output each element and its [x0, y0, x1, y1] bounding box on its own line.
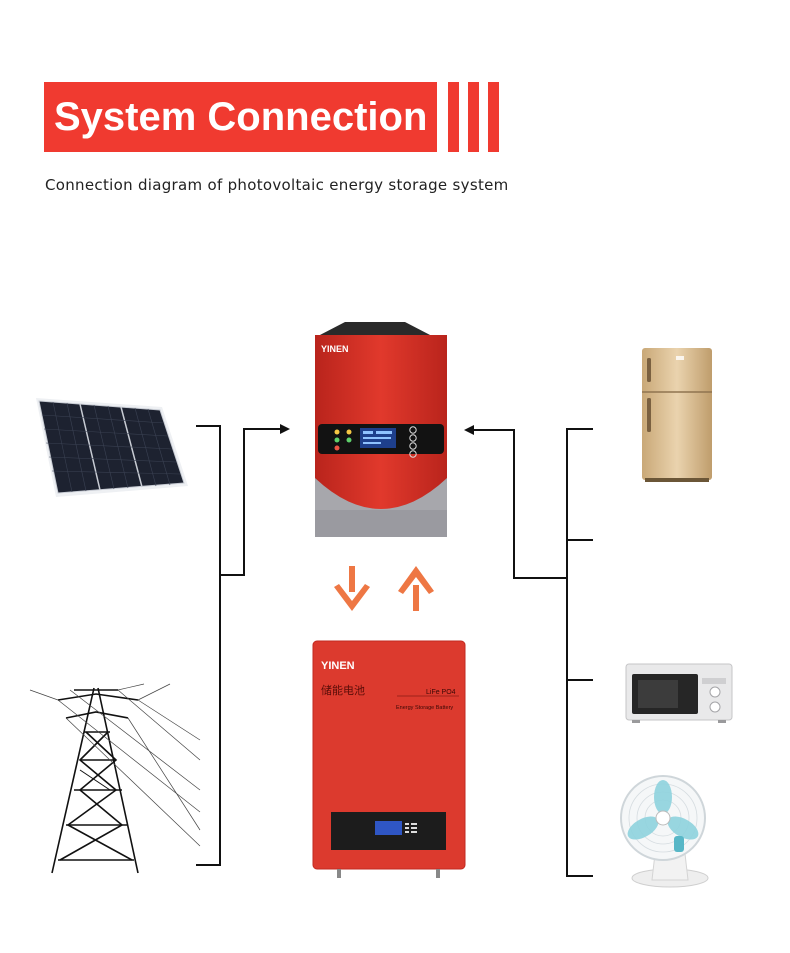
battery-desc-label: Energy Storage Battery [396, 705, 453, 711]
fan-icon [620, 775, 709, 888]
title-stripe [468, 82, 479, 152]
page-title: System Connection [54, 95, 428, 139]
refrigerator-icon [642, 348, 712, 482]
arrow-down-icon [334, 566, 370, 611]
title-stripe [448, 82, 459, 152]
microwave-icon [625, 663, 733, 723]
arrow-up-icon [398, 566, 434, 611]
page-subtitle: Connection diagram of photovoltaic energ… [45, 176, 509, 194]
connection-lines [196, 425, 593, 877]
battery-cn-label: 储能电池 [321, 683, 365, 697]
title-stripe [488, 82, 499, 152]
inverter-icon [315, 322, 447, 537]
solar-panel-icon [36, 398, 188, 497]
title-banner: System Connection [44, 82, 437, 152]
arrow-head-right [280, 424, 290, 434]
battery-chemistry-label: LiFe PO4 [426, 689, 456, 696]
power-tower-icon [29, 683, 201, 874]
inverter-brand-label: YINEN [321, 344, 349, 354]
battery-brand-label: YINEN [321, 660, 355, 672]
arrow-head-left [464, 425, 474, 435]
battery-icon [312, 640, 466, 878]
